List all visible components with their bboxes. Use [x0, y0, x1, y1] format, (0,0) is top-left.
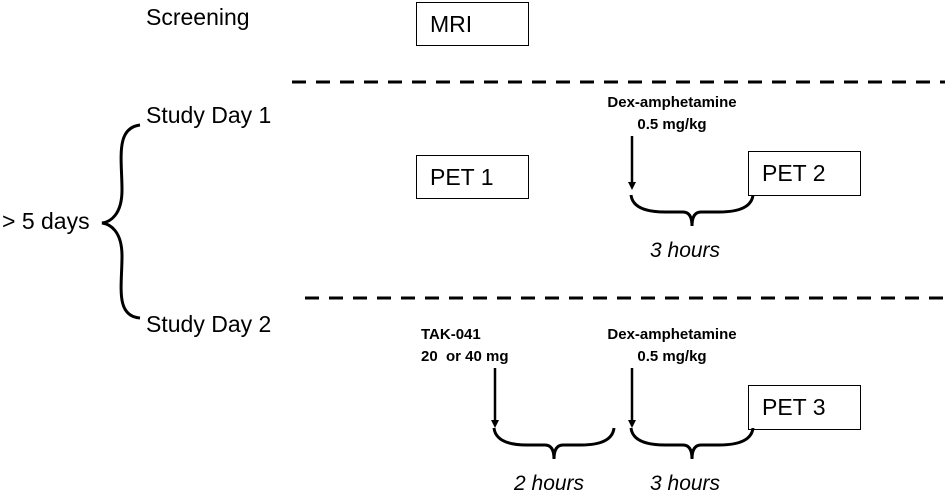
pet-3-box: PET 3 — [748, 385, 861, 430]
dex-amphetamine-day2-dose: 0.5 mg/kg — [637, 347, 707, 365]
dex-amphetamine-day1-dose: 0.5 mg/kg — [637, 115, 707, 133]
pet-1-label: PET 1 — [430, 163, 494, 190]
pet-2-label: PET 2 — [762, 160, 826, 186]
days-brace — [101, 123, 141, 320]
duration-day2-tak-to-dex: 2 hours — [514, 472, 585, 495]
stage-label-study-day-1: Study Day 1 — [146, 102, 272, 128]
stage-label-study-day-2: Study Day 2 — [146, 311, 272, 337]
dex-amphetamine-day2-name: Dex-amphetamine — [607, 326, 737, 343]
tak-041-dose: 20 or 40 mg — [421, 347, 509, 365]
duration-day1-dex-to-pet2: 3 hours — [650, 239, 721, 262]
stage-label-screening: Screening — [146, 4, 250, 30]
dex-amphetamine-day1-name: Dex-amphetamine — [607, 94, 737, 111]
brace-day2-dex-to-pet3 — [629, 427, 755, 460]
pet-3-label: PET 3 — [762, 394, 826, 420]
dex-amphetamine-day2-label: Dex-amphetamine 0.5 mg/kg — [592, 324, 752, 368]
tak-041-name: TAK-041 — [421, 326, 481, 343]
duration-day2-dex-to-pet3: 3 hours — [650, 472, 721, 495]
tak-041-label: TAK-041 20 or 40 mg — [421, 324, 509, 368]
pet-2-box: PET 2 — [748, 151, 861, 196]
days-between-label: > 5 days — [2, 208, 90, 234]
brace-day1-dex-to-pet2 — [629, 194, 755, 227]
pet-1-box: PET 1 — [416, 155, 529, 199]
brace-day2-tak-to-dex — [492, 427, 616, 460]
dex-amphetamine-day1-label: Dex-amphetamine 0.5 mg/kg — [592, 92, 752, 136]
mri-box: MRI — [416, 2, 529, 46]
mri-label: MRI — [430, 10, 473, 37]
